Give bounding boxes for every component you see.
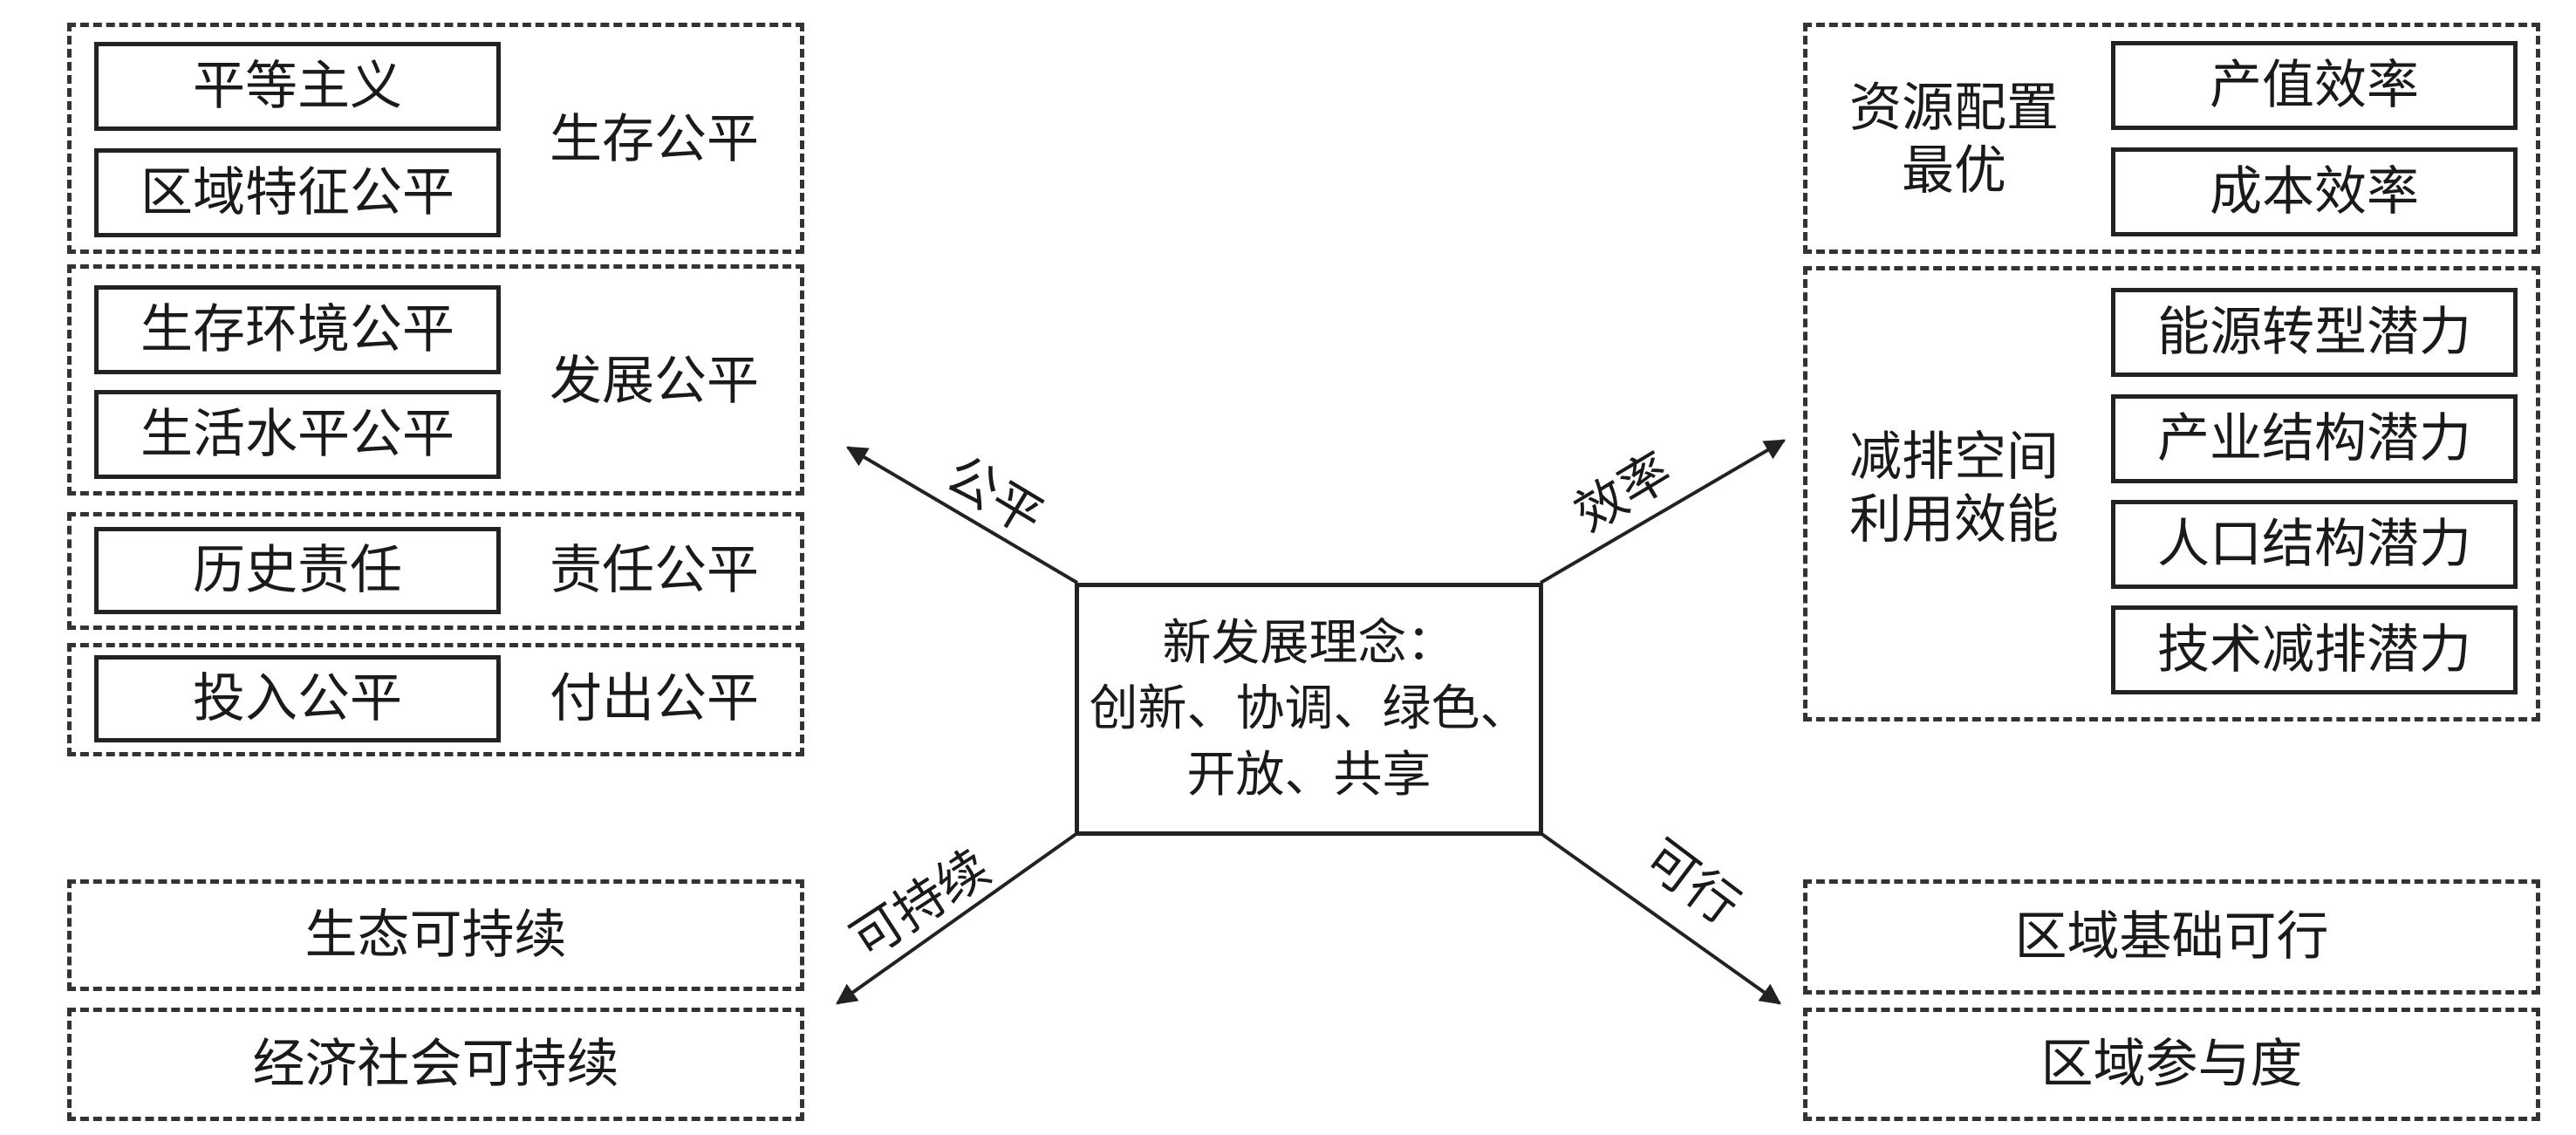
efficiency-item-box bbox=[2111, 147, 2518, 236]
arrow-efficiency bbox=[1539, 439, 1787, 585]
fairness-group-survival bbox=[67, 23, 804, 254]
sustainability-item-box bbox=[67, 879, 804, 991]
fairness-item-box bbox=[94, 655, 501, 742]
feasibility-item-box bbox=[1803, 1008, 2540, 1121]
efficiency-item-box bbox=[2111, 394, 2518, 483]
fairness-item-label: 生存环境公平 bbox=[140, 299, 454, 360]
efficiency-group-label-line: 最优 bbox=[1902, 140, 2006, 202]
efficiency-item-box bbox=[2111, 41, 2518, 130]
center-concept-box: 新发展理念： 创新、协调、绿色、 开放、共享 bbox=[1075, 583, 1543, 836]
efficiency-item-label: 能源转型潜力 bbox=[2157, 302, 2471, 363]
efficiency-group-label-line: 利用效能 bbox=[1849, 489, 2059, 550]
fairness-item-box bbox=[94, 285, 501, 374]
feasibility-item-label: 区域基础可行 bbox=[2014, 906, 2329, 967]
fairness-item-label: 平等主义 bbox=[193, 56, 402, 117]
feasibility-item-box bbox=[1803, 879, 2540, 995]
fairness-item-box bbox=[94, 527, 501, 614]
efficiency-group-label: 资源配置 最优 bbox=[1823, 61, 2085, 218]
fairness-item-label: 历史责任 bbox=[193, 540, 402, 601]
sustainability-item-label: 经济社会可持续 bbox=[252, 1034, 619, 1095]
efficiency-item-box bbox=[2111, 605, 2518, 694]
fairness-item-label: 区域特征公平 bbox=[140, 162, 454, 223]
fairness-group-responsibility bbox=[67, 512, 804, 630]
fairness-item-label: 生活水平公平 bbox=[140, 404, 454, 465]
fairness-item-box bbox=[94, 148, 501, 237]
efficiency-item-label: 产值效率 bbox=[2210, 55, 2419, 116]
center-line-3: 开放、共享 bbox=[1186, 746, 1431, 803]
fairness-group-label: 责任公平 bbox=[550, 540, 759, 601]
efficiency-item-label: 人口结构潜力 bbox=[2157, 514, 2471, 575]
efficiency-item-label: 产业结构潜力 bbox=[2157, 408, 2471, 469]
arrow-fairness bbox=[845, 446, 1079, 585]
fairness-group-label: 生存公平 bbox=[550, 109, 759, 170]
efficiency-group-label: 减排空间 利用效能 bbox=[1823, 410, 2085, 567]
fairness-item-label: 投入公平 bbox=[193, 668, 402, 729]
efficiency-group-allocation bbox=[1803, 23, 2540, 254]
feasibility-item-label: 区域参与度 bbox=[2040, 1034, 2303, 1095]
fairness-item-box bbox=[94, 390, 501, 479]
arrow-feasibility bbox=[1539, 831, 1781, 1005]
efficiency-item-box bbox=[2111, 500, 2518, 589]
efficiency-group-reduction bbox=[1803, 266, 2540, 721]
efficiency-group-label-line: 减排空间 bbox=[1849, 427, 2059, 488]
fairness-group-development bbox=[67, 264, 804, 496]
efficiency-item-box bbox=[2111, 288, 2518, 377]
center-line-2: 创新、协调、绿色、 bbox=[1089, 680, 1529, 738]
fairness-group-contribution bbox=[67, 643, 804, 756]
efficiency-item-label: 成本效率 bbox=[2210, 161, 2419, 222]
fairness-item-box bbox=[94, 42, 501, 131]
fairness-group-label: 付出公平 bbox=[550, 668, 759, 729]
arrow-sustainability bbox=[836, 831, 1079, 1005]
sustainability-item-label: 生态可持续 bbox=[304, 905, 567, 966]
center-line-1: 新发展理念： bbox=[1162, 614, 1456, 672]
fairness-group-label: 发展公平 bbox=[550, 351, 759, 412]
efficiency-item-label: 技术减排潜力 bbox=[2157, 619, 2471, 680]
efficiency-group-label-line: 资源配置 bbox=[1849, 78, 2059, 139]
sustainability-item-box bbox=[67, 1008, 804, 1121]
